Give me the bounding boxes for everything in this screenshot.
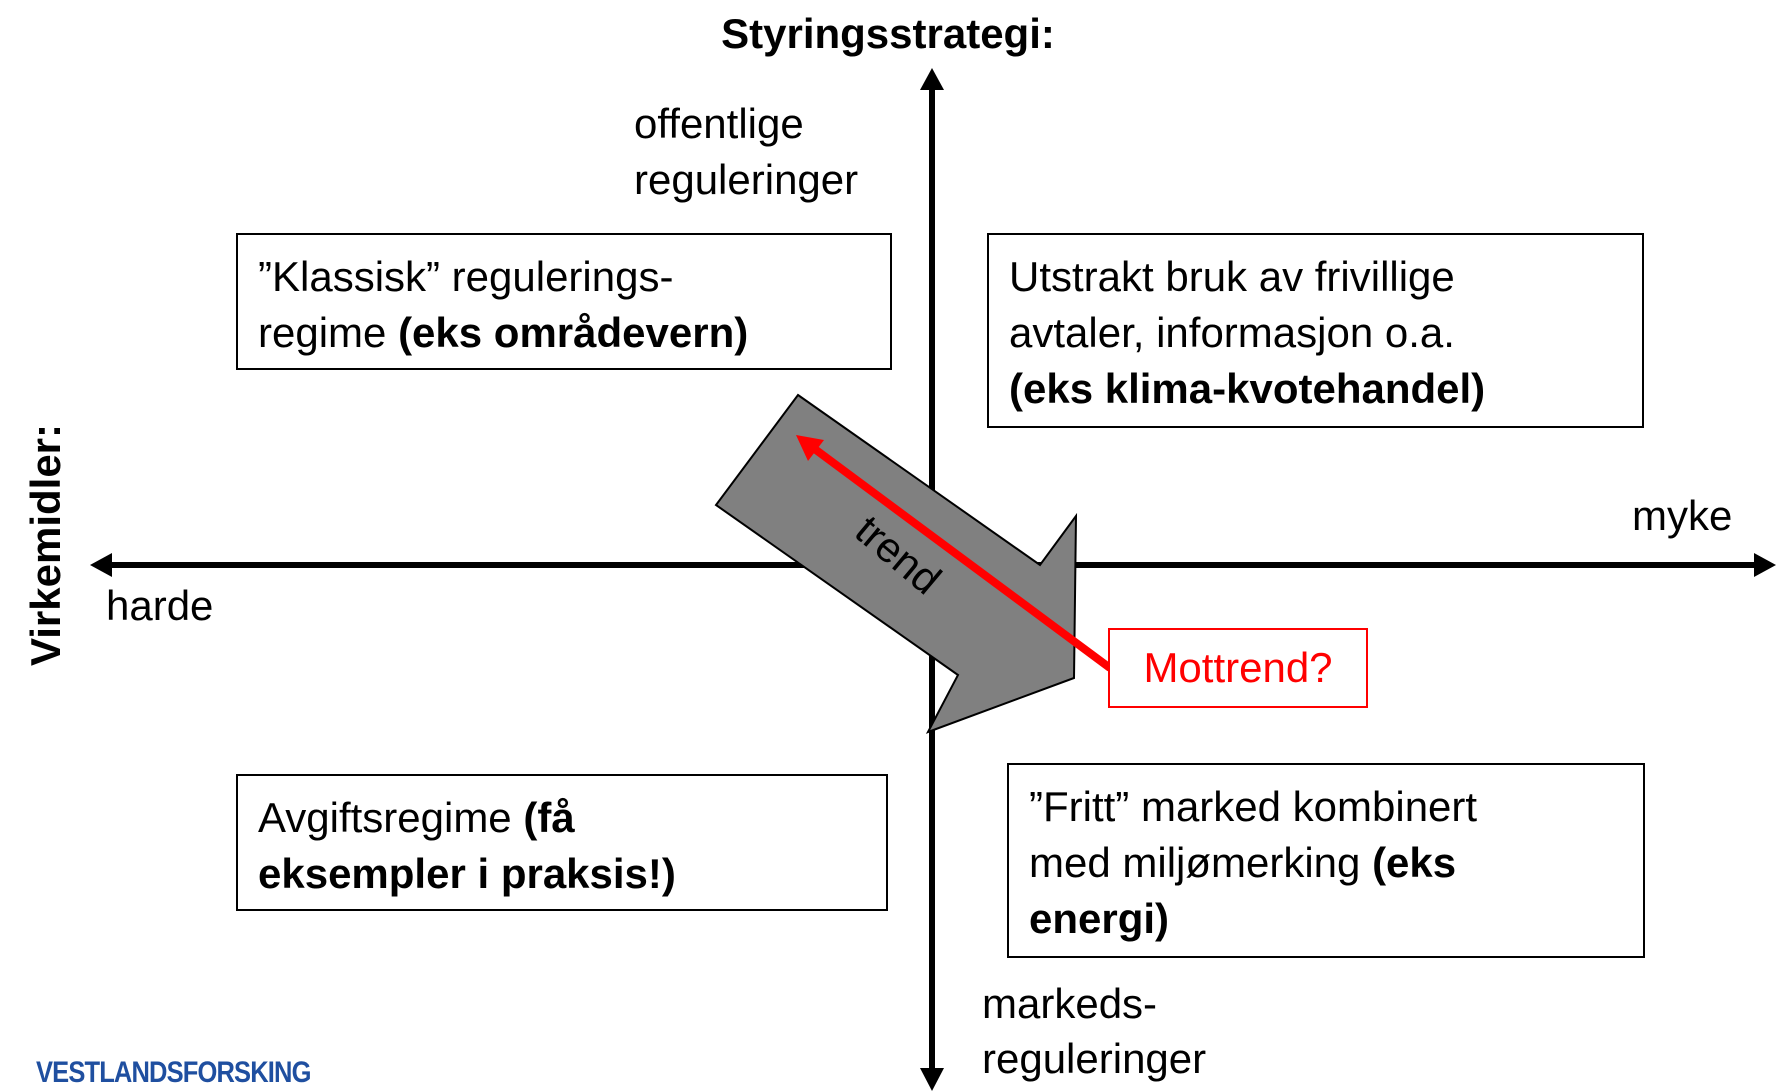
vertical-axis-bottom-arrowhead [920,1068,944,1091]
horizontal-axis-right-arrowhead [1754,553,1776,577]
quadrant-top-right-line2: avtaler, informasjon o.a. [1009,309,1455,356]
right-axis-label: myke [1632,492,1733,539]
strategy-axis-title: Styringsstrategi: [721,10,1055,57]
quadrant-top-left-example: (eks områdevern) [398,309,749,356]
quadrant-top-right-line1: Utstrakt bruk av frivillige [1009,253,1455,300]
countertrend-arrow-line [809,443,1113,672]
quadrant-top-left-line2-text: regime [258,309,399,356]
quadrant-bottom-left-example-start: (få [523,794,575,841]
top-axis-label-line2: reguleringer [634,156,859,203]
quadrant-top-right-example: (eks klima-kvotehandel) [1009,365,1486,412]
quadrant-bottom-right-example-start: (eks [1372,839,1457,886]
bottom-axis-label-line1: markeds- [982,980,1158,1027]
quadrant-bottom-right-example-end: energi) [1029,895,1170,942]
quadrant-bottom-right-line2-text: med miljømerking [1029,839,1373,886]
quadrant-bottom-left-box: Avgiftsregime (få eksempler i praksis!) [236,774,888,911]
horizontal-axis-left-arrowhead [90,553,112,577]
quadrant-bottom-left-line1: Avgiftsregime (få [258,790,866,846]
quadrant-bottom-right-box: ”Fritt” marked kombinert med miljømerkin… [1007,763,1645,958]
instruments-axis-title: Virkemidler: [22,423,69,667]
quadrant-bottom-right-line2: med miljømerking (eks [1029,835,1623,891]
quadrant-top-left-line1: ”Klassisk” regulerings- [258,253,674,300]
left-axis-label: harde [106,582,214,629]
top-axis-label-line1: offentlige [634,100,804,147]
quadrant-top-left-box: ”Klassisk” regulerings- regime (eks områ… [236,233,892,370]
quadrant-bottom-left-line1-text: Avgiftsregime [258,794,524,841]
bottom-axis-label-line2: reguleringer [982,1035,1207,1082]
trend-arrow-shape [714,393,1078,734]
quadrant-top-left-line2: regime (eks områdevern) [258,305,870,361]
vertical-axis-top-arrowhead [920,68,944,90]
vestlandsforsking-logo: VESTLANDSFORSKING [36,1056,311,1089]
quadrant-top-right-box: Utstrakt bruk av frivillige avtaler, inf… [987,233,1644,428]
countertrend-arrowhead [796,435,824,461]
countertrend-label: Mottrend? [1108,628,1368,708]
quadrant-bottom-right-line1: ”Fritt” marked kombinert [1029,783,1478,830]
quadrant-bottom-left-example-end: eksempler i praksis!) [258,850,676,897]
